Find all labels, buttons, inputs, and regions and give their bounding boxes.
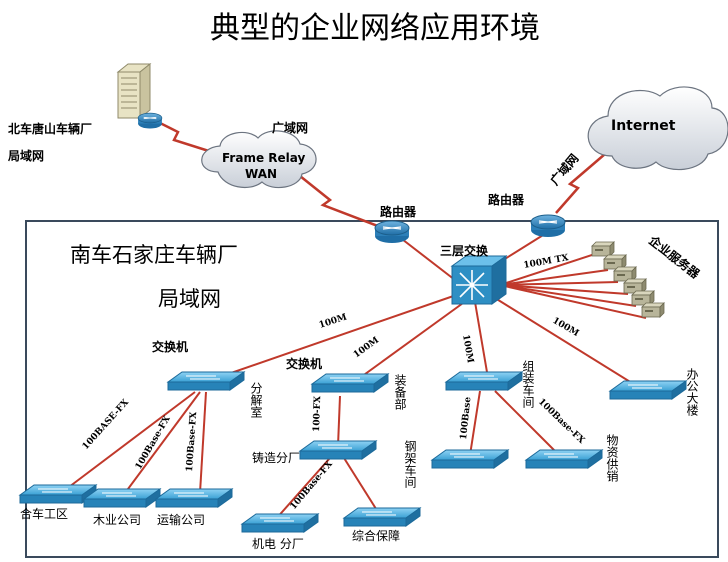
switch-office-icon <box>609 380 687 400</box>
wan-label-left: 广域网 <box>272 120 308 135</box>
campus-links <box>64 231 647 521</box>
core-tx-label: 100M TX <box>523 253 570 271</box>
core-switch-icon <box>450 255 508 305</box>
wan-label-right: 广域网 <box>547 151 582 188</box>
beijing-router-icon <box>137 112 163 129</box>
switch-wuzi-icon <box>525 449 603 469</box>
link-mid-zhuzao <box>337 395 341 447</box>
switch-gangjia-left-icon <box>431 449 509 469</box>
speed-fx3: 100Base-FX <box>185 412 199 473</box>
label-jidian: 机电 分厂 <box>252 537 304 551</box>
switch-jidian-icon <box>241 513 319 533</box>
switch-muye-icon <box>83 488 161 508</box>
router-left-label: 路由器 <box>380 204 417 219</box>
link-core-server3 <box>499 281 619 286</box>
link-left-muye <box>124 391 201 494</box>
link-core-server1 <box>499 252 599 286</box>
beijing-lan-line2: 局域网 <box>8 148 44 163</box>
frame-relay-label: Frame Relay <box>222 151 305 165</box>
link-router-core <box>397 235 456 281</box>
link-core-office <box>494 297 641 389</box>
link-core-server2 <box>499 269 609 286</box>
campus-lan-boundary <box>25 220 719 558</box>
router-left-icon <box>374 220 410 244</box>
switch-yunshu-icon <box>155 488 233 508</box>
label-zuzhuang: 组装车间 <box>521 360 535 408</box>
wan-links <box>149 116 613 230</box>
server-icon <box>591 241 615 257</box>
label-hecheng: 合车工区 <box>20 506 68 521</box>
campus-title-line2: 局域网 <box>158 287 221 311</box>
speed-core-mid: 100M <box>352 335 381 360</box>
link-left-yunshu <box>199 391 207 494</box>
switch-zonghe-icon <box>343 507 421 527</box>
link-assy-right <box>494 390 559 455</box>
label-muye: 木业公司 <box>93 513 141 527</box>
beijing-lan-line1: 北车唐山车辆厂 <box>8 121 92 136</box>
switch-label-left: 交换机 <box>152 339 188 354</box>
link-left-hecheng <box>64 391 196 491</box>
internet-label: Internet <box>611 118 676 134</box>
server-icon <box>641 302 665 318</box>
label-zhuangbeibu: 装备部 <box>393 374 407 410</box>
link-core-server5 <box>499 284 637 307</box>
link-zhuzao-jidian <box>274 457 331 521</box>
speed-assy-left: 100Base <box>459 396 473 440</box>
core-switch-label: 三层交换 <box>440 243 489 258</box>
campus-title-line1: 南车石家庄车辆厂 <box>70 243 238 267</box>
link-zhuzao-zonghe <box>343 457 379 513</box>
switch-mid-icon <box>311 373 389 393</box>
link-core-midswitch <box>349 297 471 386</box>
link-beijing-framerelay <box>149 116 213 154</box>
internet-cloud: Internet <box>587 86 728 171</box>
router-right-label: 路由器 <box>488 192 525 207</box>
link-assy-left <box>469 390 481 456</box>
switch-label-mid: 交换机 <box>286 356 322 371</box>
switch-left-icon <box>167 371 245 391</box>
link-core-assyswitch <box>474 301 489 379</box>
link-core-leftswitch <box>204 291 466 383</box>
link-core-server4 <box>499 284 629 295</box>
frame-relay-cloud: Frame Relay WAN <box>201 130 317 189</box>
label-yunshu: 运输公司 <box>157 512 205 527</box>
label-gangjia: 钢架车间 <box>403 440 417 488</box>
speed-core-left: 100M <box>318 312 348 330</box>
link-core-server6 <box>499 284 647 319</box>
link-router2-internet <box>555 147 613 214</box>
speed-cast-down: 100Base-FX <box>289 459 335 512</box>
speed-core-right: 100M <box>460 334 475 364</box>
building-icon <box>116 62 152 120</box>
link-router2-core <box>499 231 549 263</box>
router-right-icon <box>530 214 566 238</box>
label-fenjieshi: 分解室 <box>249 382 263 418</box>
speed-fx1: 100BASE-FX <box>81 398 131 452</box>
frame-relay-wan-label: WAN <box>245 167 277 181</box>
speed-mid-down: 100-FX <box>312 396 323 432</box>
label-bangong: 办公大楼 <box>685 367 699 416</box>
servers-label: 企业服务器 <box>645 232 703 282</box>
link-framerelay-router <box>299 175 384 230</box>
diagram-title: 典型的企业网络应用环境 <box>210 11 540 46</box>
label-zonghe: 综合保障 <box>352 528 400 543</box>
label-wuzi: 物资供销 <box>605 434 619 482</box>
label-zhuzao: 铸造分厂 <box>252 450 300 465</box>
switch-assy-icon <box>445 371 523 391</box>
switch-zhuzao-icon <box>299 440 377 460</box>
